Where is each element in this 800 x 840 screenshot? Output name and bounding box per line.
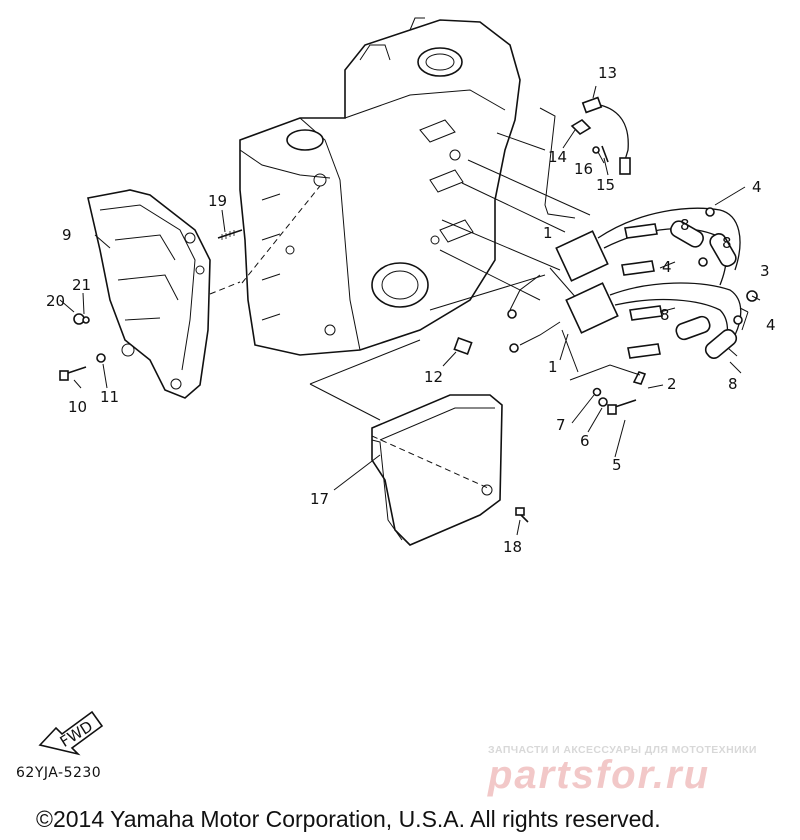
mounting-bracket xyxy=(87,189,211,399)
callout-4-right: 4 xyxy=(766,316,776,334)
callout-8-upper-right: 8 xyxy=(722,234,732,252)
ignition-coil-lower xyxy=(519,282,619,346)
callout-4-mid: 4 xyxy=(662,258,672,276)
callout-1-lower: 1 xyxy=(548,358,558,376)
callout-8-bottom: 8 xyxy=(728,375,738,393)
engine-block xyxy=(239,17,521,356)
spark-plugs xyxy=(621,223,663,359)
callout-19: 19 xyxy=(208,192,227,210)
sensor-with-lead xyxy=(570,96,631,175)
watermark-logo: partsfor.ru xyxy=(488,753,711,797)
callout-21: 21 xyxy=(72,276,91,294)
callout-10: 10 xyxy=(68,398,87,416)
fasteners xyxy=(59,229,647,523)
callout-2: 2 xyxy=(667,375,677,393)
callout-7: 7 xyxy=(556,416,566,434)
callout-15: 15 xyxy=(596,176,615,194)
electrical-cover xyxy=(371,394,503,546)
callout-16: 16 xyxy=(574,160,593,178)
fwd-arrow: FWD xyxy=(38,710,104,756)
callout-9: 9 xyxy=(62,226,72,244)
ignition-coil-upper xyxy=(509,230,609,311)
callout-6: 6 xyxy=(580,432,590,450)
leader-lines xyxy=(59,85,761,536)
callout-4-top: 4 xyxy=(752,178,762,196)
callout-3: 3 xyxy=(760,262,770,280)
diagram-code: 62YJA-5230 xyxy=(16,765,102,781)
watermark-tagline: ЗАПЧАСТИ И АКСЕССУАРЫ ДЛЯ МОТОТЕХНИКИ xyxy=(488,744,757,756)
callout-13: 13 xyxy=(598,64,617,82)
callout-1-upper: 1 xyxy=(543,224,553,242)
callout-17: 17 xyxy=(310,490,329,508)
callout-14: 14 xyxy=(548,148,567,166)
spark-plug-cords xyxy=(597,207,758,359)
callout-8-mid: 8 xyxy=(660,306,670,324)
callout-11: 11 xyxy=(100,388,119,406)
callout-5: 5 xyxy=(612,456,622,474)
callout-8-top: 8 xyxy=(680,216,690,234)
callout-12: 12 xyxy=(424,368,443,386)
callout-labels: 1 1 2 3 4 4 4 5 6 7 8 8 8 8 9 10 11 12 1… xyxy=(46,64,776,556)
callout-18: 18 xyxy=(503,538,522,556)
callout-20: 20 xyxy=(46,292,65,310)
copyright-notice: ©2014 Yamaha Motor Corporation, U.S.A. A… xyxy=(36,806,661,832)
